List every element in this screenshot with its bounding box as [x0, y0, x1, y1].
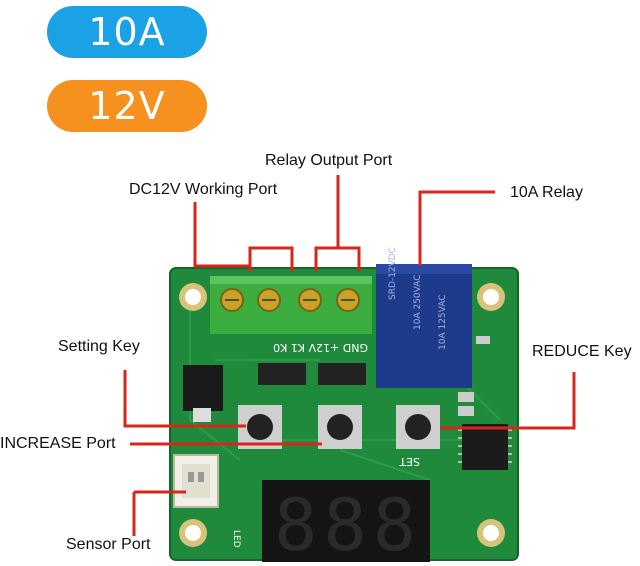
- callout-lines: [123, 175, 576, 536]
- relay: SRD-12VDC 10A 250VAC 10A 125VAC: [376, 247, 472, 388]
- relay-output-port-label: Relay Output Port: [265, 152, 393, 169]
- svg-text:SRD-12VDC: SRD-12VDC: [388, 247, 398, 300]
- svg-text:10A 125VAC: 10A 125VAC: [438, 294, 448, 350]
- reduce-button[interactable]: [396, 405, 440, 449]
- setting-button[interactable]: [318, 405, 362, 449]
- voltage-rating-badge: 12V: [47, 80, 207, 132]
- terminal-silkscreen: GND +12V K1 K0: [273, 341, 368, 354]
- sensor-port-label: Sensor Port: [66, 536, 151, 553]
- reduce-key-label: REDUCE Key: [532, 343, 632, 360]
- setting-key-label: Setting Key: [58, 338, 140, 355]
- led-display: 888: [262, 480, 430, 566]
- led-silkscreen: LED: [231, 530, 241, 548]
- increase-port-label: INCREASE Port: [0, 435, 116, 452]
- mounting-holes: [179, 283, 505, 547]
- display-digits: 888: [274, 483, 422, 566]
- dc12v-working-port-label: DC12V Working Port: [129, 181, 278, 198]
- set-silkscreen: SET: [399, 455, 420, 468]
- current-rating-badge: 10A: [47, 6, 207, 58]
- terminal-block: [210, 276, 372, 334]
- sensor-connector[interactable]: [173, 454, 219, 508]
- svg-text:10A 250VAC: 10A 250VAC: [413, 274, 423, 330]
- microcontroller-chip: [458, 424, 512, 470]
- relay-10a-label: 10A Relay: [510, 184, 583, 201]
